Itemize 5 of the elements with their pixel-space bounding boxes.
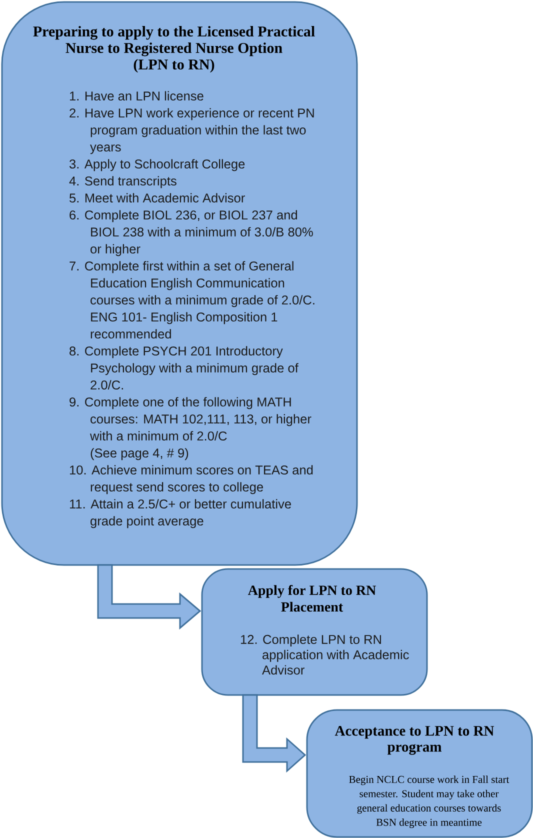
block-arrow [97,564,202,630]
step-box: Acceptance to LPN to RN program Begin NCLC course work in Fall start semester. Student may take other general education courses towards BSN degree in meantime [306,709,533,838]
block-arrow [242,694,306,773]
step-box: Apply for LPN to RN Placement 12. Complete LPN to RN application with Academic Advisor [201,568,428,696]
step-box: Preparing to apply to the Licensed Practical Nurse to Registered Nurse Option (LPN to RN) 1. Have an LPN license 2. Have LPN work experience or recent PN program graduation within the last two years 3. Apply to Schoolcraft College 4. Send transcripts 5. Meet with Academic Advisor 6. Complete BIOL 236, or BIOL 237 and BIOL 238 with a minimum of 3.0/B 80% or higher 7. Complete first within a set of General Education English Communication courses with a minimum grade of 2.0/C. ENG 101- English Composition 1 recommended 8. Complete PSYCH 201 Introductory Psychology with a minimum grade of 2.0/C. 9. Complete one of the following MATH courses: MATH 102,111, 113, or higher with a minimum of 2.0/C (See page 4, # 9) 10. Achieve minimum scores on TEAS and request send scores to college 11. Attain a 2.5/C+ or better cumulative grade point average [1,1,358,566]
